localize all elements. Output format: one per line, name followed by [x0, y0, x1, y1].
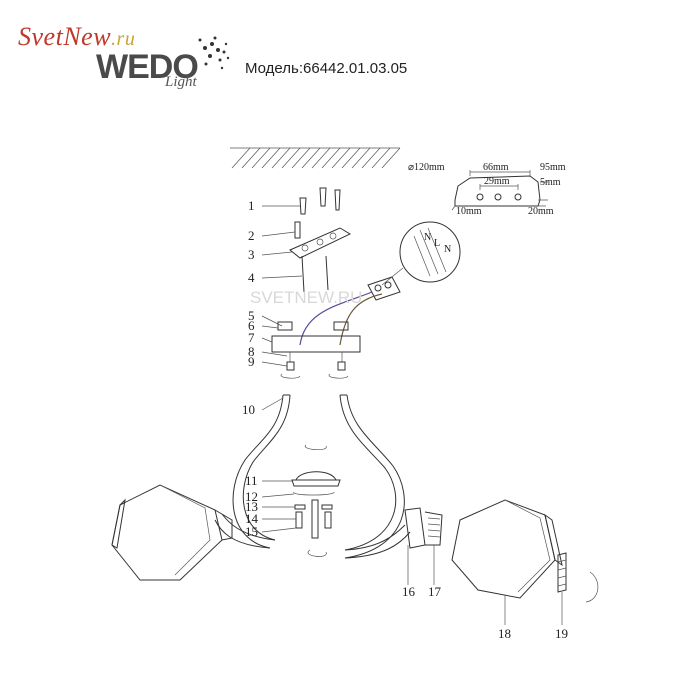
model-label: Модель:66442.01.03.05	[245, 60, 408, 77]
logo-svet-text: Svet	[18, 22, 64, 51]
part-number-2: 2	[248, 228, 255, 243]
part-number-7: 7	[248, 330, 255, 345]
logo-svetnew: SvetNew.ru	[18, 22, 135, 52]
mounting-plate-detail: ⌀120mm 66mm 29mm 95mm 5mm 10mm 20mm	[408, 162, 566, 217]
part-number-14: 14	[245, 511, 259, 526]
dim-20: 20mm	[528, 206, 554, 217]
wire-brown	[339, 293, 383, 346]
logo-dots-icon	[198, 36, 230, 70]
watermark-text: SVETNEW.RU	[250, 288, 362, 307]
socket-holder	[404, 507, 443, 549]
dim-diameter: ⌀120mm	[408, 162, 445, 173]
dim-66: 66mm	[483, 162, 509, 173]
dim-10: 10mm	[456, 206, 482, 217]
leader-lines	[261, 205, 563, 625]
part-number-19: 19	[555, 626, 568, 641]
center-parts	[291, 444, 341, 557]
screws	[294, 187, 341, 293]
logo-wedo: WEDO	[96, 48, 199, 86]
part-number-8: 8	[248, 344, 255, 359]
part-number-16: 16	[402, 584, 416, 599]
lamp-arms	[214, 394, 411, 559]
logo-new-text: New	[63, 22, 112, 51]
dim-29: 29mm	[484, 176, 510, 187]
logo-tld-text: .ru	[111, 28, 136, 50]
terminal-label-1: N	[424, 232, 431, 243]
ceiling-hatch	[230, 147, 401, 169]
left-shade	[111, 484, 233, 581]
canopy	[271, 321, 361, 379]
logo-light: Light	[165, 74, 197, 90]
part-number-12: 12	[245, 489, 258, 504]
part-number-10: 10	[242, 402, 255, 417]
part-number-15: 15	[245, 524, 258, 539]
bulb-ring	[557, 552, 599, 603]
wire-blue	[299, 291, 373, 346]
terminal-block	[367, 276, 401, 301]
right-shade	[451, 499, 563, 599]
part-number-17: 17	[428, 584, 442, 599]
part-number-13: 13	[245, 499, 258, 514]
terminal-label-2: L	[434, 238, 440, 249]
part-number-5: 5	[248, 308, 255, 323]
terminal-detail: N L N	[381, 221, 461, 286]
terminal-label-3: N	[444, 244, 451, 255]
dim-5: 5mm	[540, 177, 561, 188]
part-number-9: 9	[248, 354, 255, 369]
part-number-3: 3	[248, 247, 255, 262]
part-number-6: 6	[248, 318, 255, 333]
part-number-1: 1	[248, 198, 255, 213]
part-numbers: 1 2 3 4 5 6 7 8 9 10 11 12 13 14 15 16 1…	[242, 198, 568, 641]
part-number-4: 4	[248, 270, 255, 285]
mounting-bar	[289, 227, 352, 259]
dim-95: 95mm	[540, 162, 566, 173]
part-number-18: 18	[498, 626, 511, 641]
part-number-11: 11	[245, 473, 258, 488]
